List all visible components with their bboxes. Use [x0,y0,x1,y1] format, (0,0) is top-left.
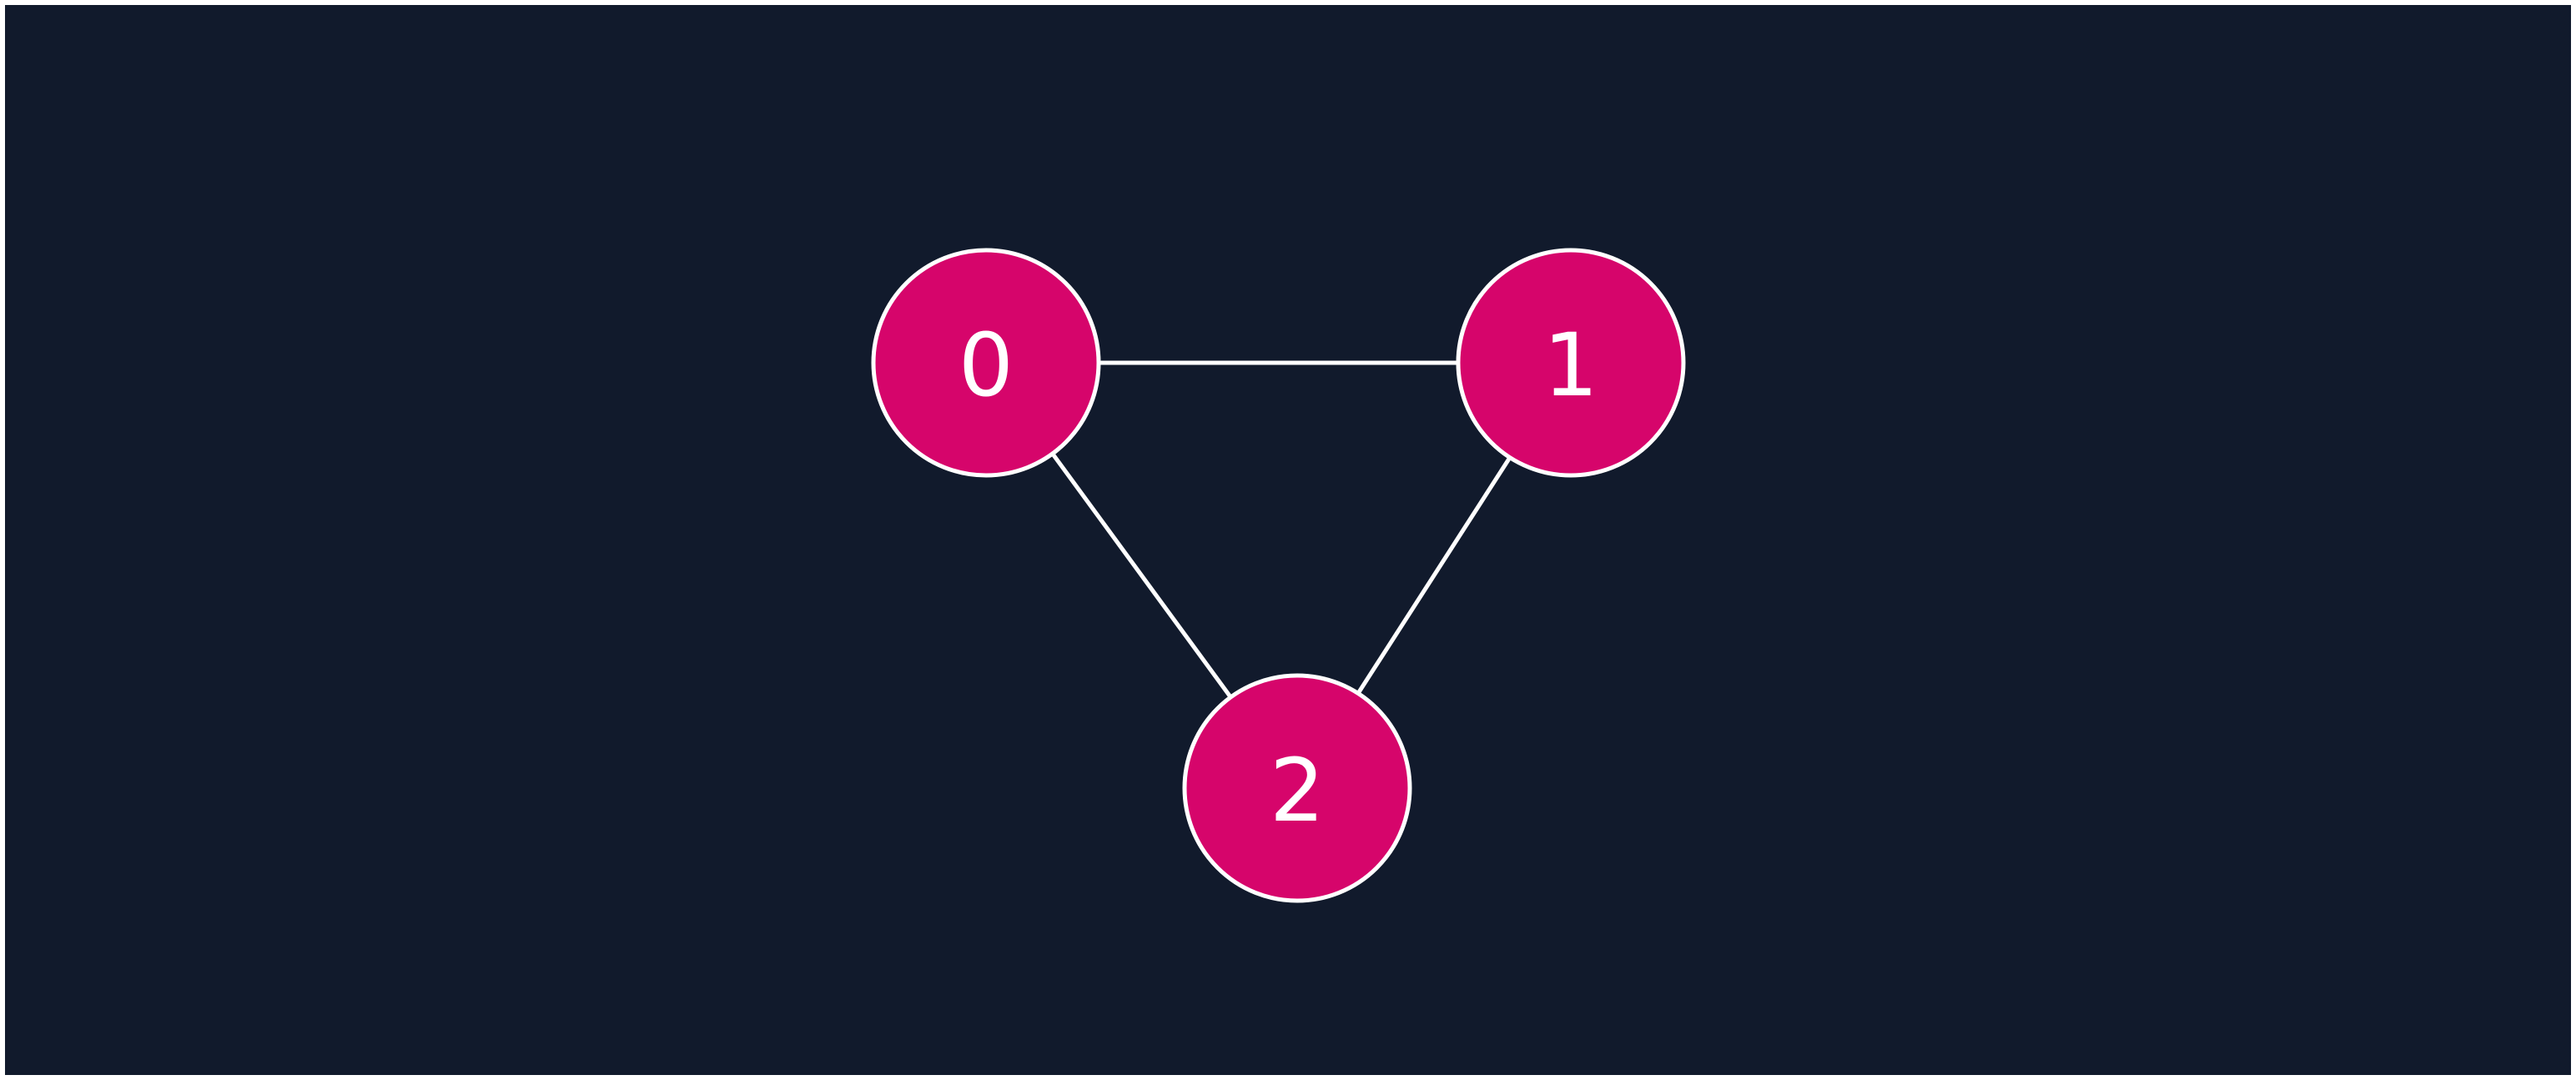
graph-node-0[interactable]: 0 [871,248,1101,478]
graph-svg: 0 12 [871,248,1686,903]
graph-node-circle-1[interactable] [1456,248,1686,478]
graph-node-2[interactable]: 2 [1182,673,1412,903]
graph-node-circle-0[interactable] [871,248,1101,478]
node-layer: 0 12 [871,248,1686,903]
graph-node-circle-2[interactable] [1182,673,1412,903]
graph-node-1[interactable]: 1 [1456,248,1686,478]
